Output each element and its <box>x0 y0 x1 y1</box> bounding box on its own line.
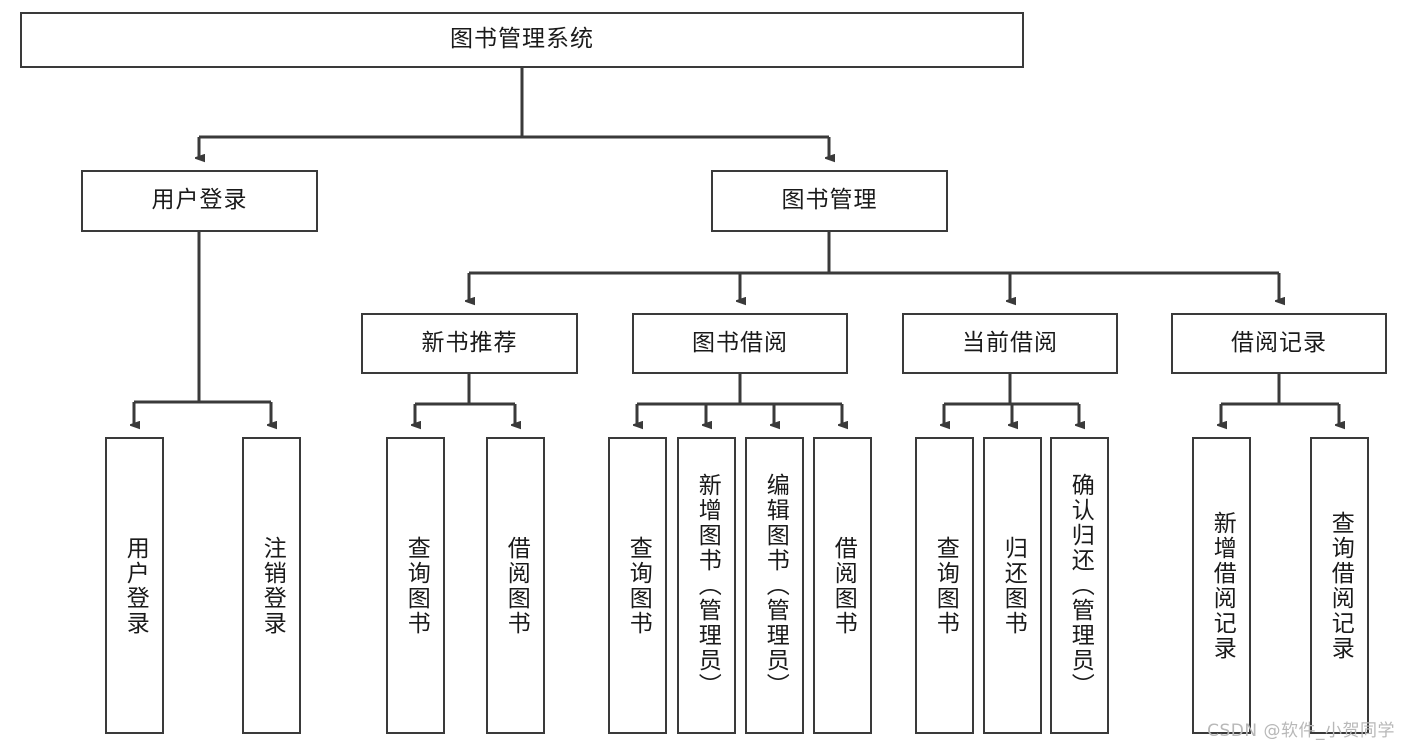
leaf-borrow-query-book[interactable]: 查询图书 <box>608 437 667 734</box>
leaf-label: 查询图书 <box>625 535 652 636</box>
leaf-current-query-book[interactable]: 查询图书 <box>915 437 974 734</box>
node-book-management[interactable]: 图书管理 <box>711 170 948 232</box>
leaf-label: 新增借阅记录 <box>1209 510 1236 661</box>
leaf-record-query-record[interactable]: 查询借阅记录 <box>1310 437 1369 734</box>
leaf-borrow-borrow-book[interactable]: 借阅图书 <box>813 437 872 734</box>
node-book-borrow[interactable]: 图书借阅 <box>632 313 848 374</box>
leaf-label: 查询借阅记录 <box>1327 510 1354 661</box>
leaf-current-return-book[interactable]: 归还图书 <box>983 437 1042 734</box>
leaf-label: 新增图书（管理员） <box>694 473 721 698</box>
node-borrow-record[interactable]: 借阅记录 <box>1171 313 1387 374</box>
leaf-recommend-query-book[interactable]: 查询图书 <box>386 437 445 734</box>
leaf-user-login-login[interactable]: 用户登录 <box>105 437 164 734</box>
leaf-borrow-edit-book-admin[interactable]: 编辑图书（管理员） <box>745 437 804 734</box>
leaf-label: 编辑图书（管理员） <box>762 473 789 698</box>
leaf-user-login-logout[interactable]: 注销登录 <box>242 437 301 734</box>
leaf-label: 查询图书 <box>403 535 430 636</box>
leaf-label: 借阅图书 <box>503 535 530 636</box>
leaf-label: 注销登录 <box>259 535 286 636</box>
leaf-borrow-add-book-admin[interactable]: 新增图书（管理员） <box>677 437 736 734</box>
leaf-current-confirm-return-admin[interactable]: 确认归还（管理员） <box>1050 437 1109 734</box>
node-user-login[interactable]: 用户登录 <box>81 170 318 232</box>
leaf-label: 借阅图书 <box>830 535 857 636</box>
node-current-borrow[interactable]: 当前借阅 <box>902 313 1118 374</box>
node-root-system[interactable]: 图书管理系统 <box>20 12 1024 68</box>
leaf-label: 归还图书 <box>1000 535 1027 636</box>
node-new-book-recommend[interactable]: 新书推荐 <box>361 313 578 374</box>
leaf-label: 查询图书 <box>932 535 959 636</box>
leaf-record-add-record[interactable]: 新增借阅记录 <box>1192 437 1251 734</box>
watermark-credit: CSDN @软件_小贺同学 <box>1207 721 1395 741</box>
leaf-label: 用户登录 <box>122 535 149 636</box>
leaf-label: 确认归还（管理员） <box>1067 473 1094 698</box>
leaf-recommend-borrow-book[interactable]: 借阅图书 <box>486 437 545 734</box>
